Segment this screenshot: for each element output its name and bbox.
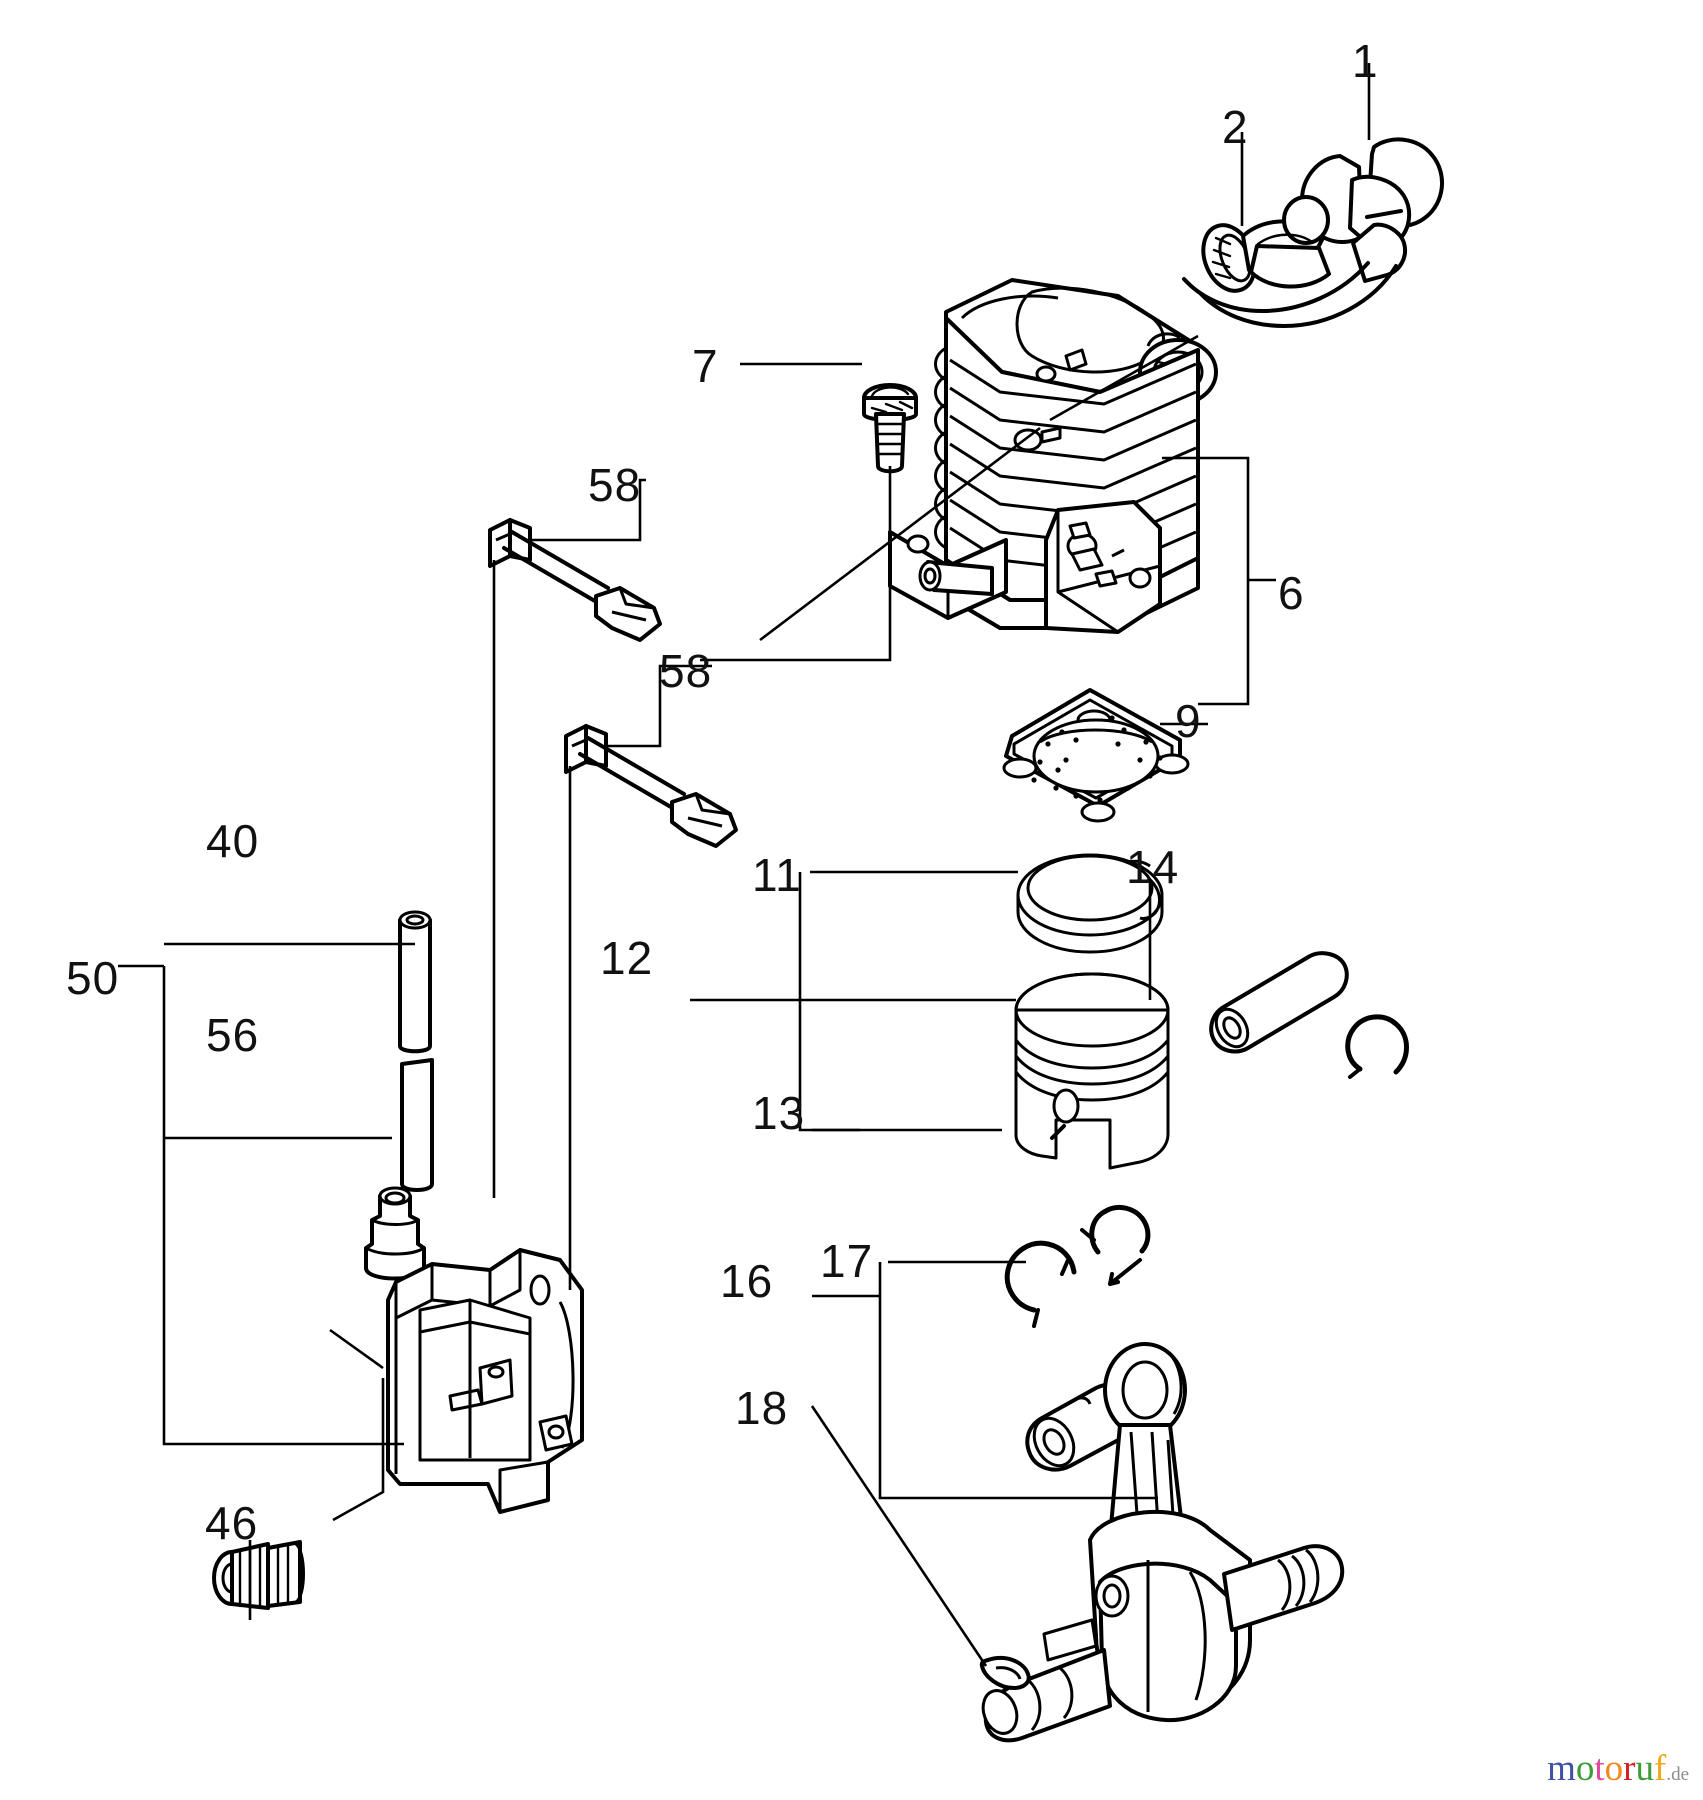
- callout-46: 46: [205, 1497, 259, 1549]
- wm-letter-t: t: [1594, 1748, 1605, 1789]
- ignition-coil-part: [329, 1248, 584, 1522]
- callout-12: 12: [600, 932, 654, 984]
- callout-14: 14: [1126, 841, 1180, 893]
- callout-6: 6: [1278, 567, 1305, 619]
- cylinder-screw-part: [862, 383, 918, 474]
- callout-7: 7: [692, 340, 719, 392]
- cylinder-part: [888, 278, 1218, 634]
- callout-17: 17: [820, 1235, 874, 1287]
- spark-plug-tube-part: [398, 910, 434, 1192]
- callout-56: 56: [206, 1009, 260, 1061]
- wm-letter-u: u: [1635, 1748, 1654, 1789]
- lead-wire-lower-part: [564, 724, 738, 848]
- grommet-part: [364, 1186, 426, 1281]
- spark-plug-cap-part: [1182, 137, 1445, 328]
- wm-suffix: .de: [1666, 1764, 1689, 1785]
- callout-11: 11: [752, 849, 802, 901]
- piston-part: [1014, 972, 1170, 1170]
- callout-58-upper: 58: [588, 459, 642, 511]
- circlip-upper-part: [1345, 1014, 1409, 1079]
- wm-letter-f: f: [1653, 1748, 1667, 1789]
- callout-58-lower: 58: [659, 645, 713, 697]
- callout-1: 1: [1352, 35, 1379, 87]
- callout-13: 13: [752, 1087, 806, 1139]
- lead-wire-upper-part: [488, 518, 662, 642]
- piston-ring-part: [1016, 853, 1164, 954]
- spark-plug-part: [1201, 195, 1331, 293]
- callout-9: 9: [1175, 695, 1202, 747]
- wm-letter-m: m: [1547, 1748, 1576, 1789]
- wm-letter-r: r: [1623, 1748, 1636, 1789]
- wm-letter-o1: o: [1575, 1748, 1595, 1789]
- callout-2: 2: [1222, 101, 1249, 153]
- leader-lines: [118, 334, 1276, 1667]
- cylinder-gasket-part: [1002, 688, 1190, 823]
- piston-circlip-right-part: [1080, 1204, 1151, 1286]
- crankshaft-part: [981, 1342, 1345, 1743]
- wm-letter-o2: o: [1604, 1748, 1624, 1789]
- coil-mount-screw-part: [212, 1540, 305, 1610]
- woodruff-key-part: [979, 1655, 1031, 1690]
- callout-18: 18: [735, 1382, 789, 1434]
- callout-50: 50: [66, 952, 120, 1004]
- piston-pin-part: [1209, 951, 1349, 1054]
- callout-40: 40: [206, 815, 260, 867]
- piston-circlip-left-part: [1004, 1240, 1077, 1328]
- callout-16: 16: [720, 1255, 774, 1307]
- motoruf-watermark: motoruf.de: [1547, 1747, 1689, 1790]
